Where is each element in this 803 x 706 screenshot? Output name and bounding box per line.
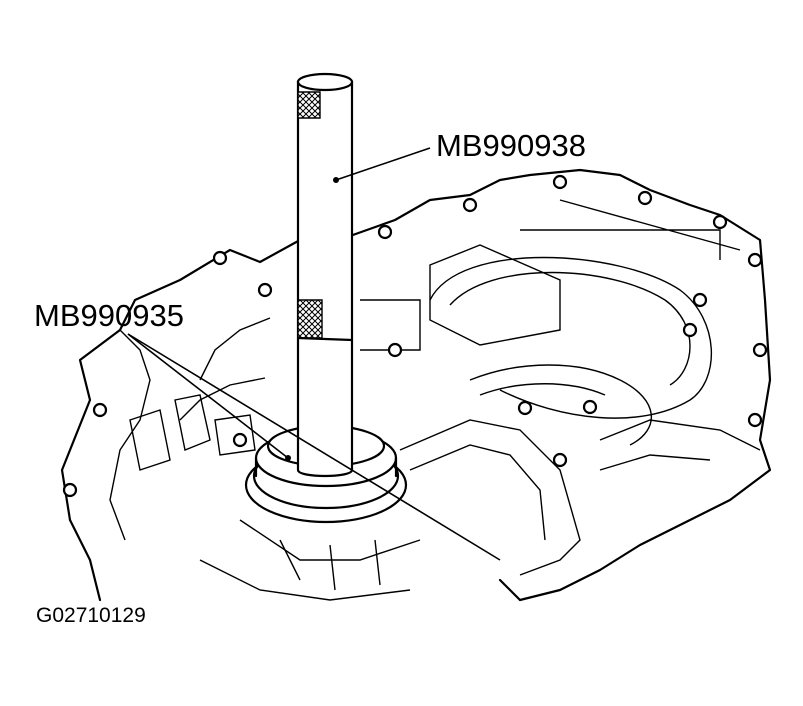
tool-label-upper: MB990938: [436, 128, 586, 163]
bolt-holes: [62, 174, 768, 498]
tool-label-lower: MB990935: [34, 298, 184, 333]
transmission-case: [60, 168, 772, 602]
leader-lines: [127, 147, 501, 561]
figure-code: G02710129: [36, 604, 146, 627]
handle-bar: [296, 72, 354, 478]
